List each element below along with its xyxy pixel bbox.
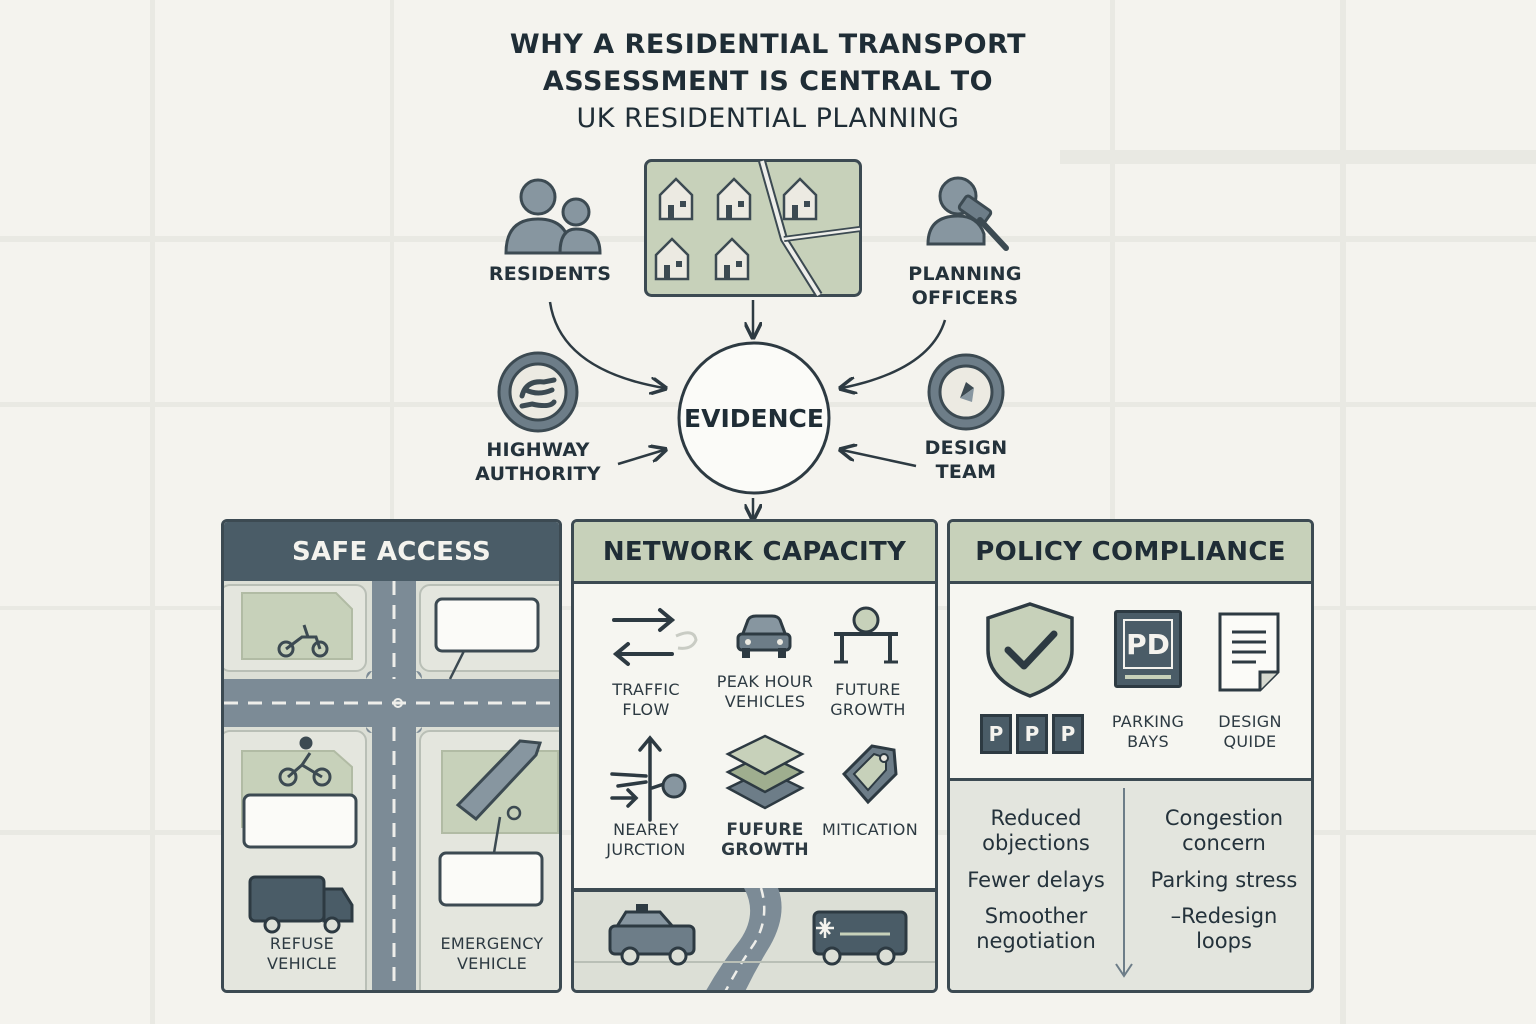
cyclist-icon (278, 736, 332, 787)
effects-comparison (950, 778, 1311, 990)
risk-parking-stress: Parking stress (1150, 868, 1298, 892)
evidence-hub-circle (677, 341, 831, 495)
label-peak-hour-vehicles: PEAK HOUR VEHICLES (716, 672, 814, 711)
label-design-guide: DESIGN QUIDE (1218, 712, 1282, 751)
gavel-icon (926, 176, 1009, 251)
bg-grid-line (390, 0, 394, 520)
risk-congestion-concern: Congestion concern (1164, 806, 1284, 855)
stakeholder-residents: RESIDENTS (488, 263, 612, 285)
bg-grid-line (1340, 0, 1346, 1024)
label-traffic-flow: TRAFFIC FLOW (612, 680, 680, 719)
label-fufure-growth: FUFURE GROWTH (721, 820, 809, 860)
panel-title-network-capacity: NETWORK CAPACITY (574, 522, 935, 584)
road-junction-map (224, 581, 559, 990)
bg-grid-line (1060, 150, 1536, 164)
bg-grid-line (150, 0, 155, 1024)
page-title: WHY A RESIDENTIAL TRANSPORT ASSESSMENT I… (0, 26, 1536, 137)
police-car-icon (608, 904, 696, 966)
traffic-flow-icon (612, 608, 698, 666)
label-parking-bays: PARKING BAYS (1111, 712, 1185, 751)
title-line-3: UK RESIDENTIAL PLANNING (576, 103, 960, 134)
stakeholder-highway-authority: HIGHWAY AUTHORITY (475, 439, 601, 485)
car-icon (736, 614, 792, 658)
label-mitigation: MITICATION (822, 820, 918, 839)
ppp-parking-row: P P P (980, 714, 1084, 754)
road-strip (574, 887, 935, 990)
benefit-fewer-delays: Fewer delays (967, 868, 1105, 892)
parking-p-tile: P (980, 714, 1012, 754)
highway-authority-icon (497, 351, 579, 433)
refuse-truck-icon (248, 875, 354, 934)
stakeholder-planning-officers: PLANNING OFFICERS (908, 263, 1022, 309)
housing-site-map (644, 159, 862, 298)
document-icon (1218, 612, 1280, 692)
growth-barrier-icon (834, 606, 898, 664)
label-nearest-junction: NEAREY JURCTION (606, 820, 686, 859)
bg-grid-line (1110, 0, 1115, 520)
title-line-1: WHY A RESIDENTIAL TRANSPORT (509, 29, 1027, 60)
label-emergency-vehicle: EMERGENCY VEHICLE (440, 934, 544, 973)
panel-policy-compliance: POLICY COMPLIANCE P P P PD PARKING BAYS … (947, 519, 1314, 993)
residents-icon (504, 178, 602, 255)
stakeholder-design-team: DESIGN TEAM (924, 437, 1008, 483)
mitigation-tag-icon (841, 744, 898, 805)
label-refuse-vehicle: REFUSE VEHICLE (266, 934, 338, 973)
panel-title-policy-compliance: POLICY COMPLIANCE (950, 522, 1311, 584)
parking-p-tile: P (1052, 714, 1084, 754)
shield-check-icon (986, 602, 1074, 698)
panel-title-safe-access: SAFE ACCESS (224, 522, 559, 584)
benefit-reduced-objections: Reduced objections (982, 806, 1090, 855)
parking-sign-icon: PD (1114, 610, 1182, 688)
title-line-2: ASSESSMENT IS CENTRAL TO (542, 66, 994, 97)
label-future-growth: FUTURE GROWTH (830, 680, 906, 719)
layers-icon (725, 734, 805, 810)
junction-icon (610, 735, 687, 822)
compass-icon (927, 353, 1005, 431)
scooter-icon (277, 624, 329, 658)
benefit-smoother-negotiation: Smoother negotiation (976, 904, 1096, 953)
evidence-hub-label: EVIDENCE (684, 404, 824, 433)
panel-safe-access: SAFE ACCESS (221, 519, 562, 993)
panel-network-capacity: NETWORK CAPACITY TRAFFIC FLOW PEAK HOUR … (571, 519, 938, 993)
divider-arrow (1115, 788, 1133, 978)
parking-p-tile: P (1016, 714, 1048, 754)
risk-redesign-loops: –Redesign loops (1170, 904, 1278, 953)
ambulance-icon (812, 910, 908, 966)
